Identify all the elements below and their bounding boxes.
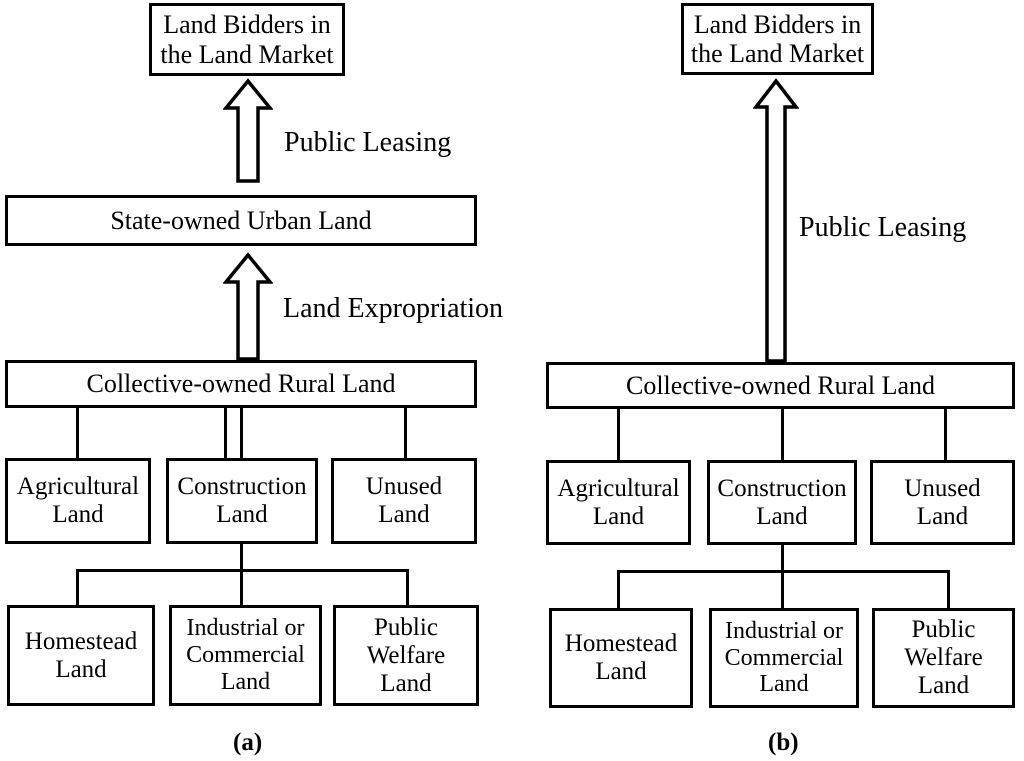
node-unused-land-a[interactable]: Unused Land — [331, 458, 477, 544]
node-label: Homestead Land — [24, 627, 138, 683]
node-land-bidders-b[interactable]: Land Bidders in the Land Market — [681, 3, 874, 75]
node-label: Land Bidders in the Land Market — [690, 9, 865, 68]
edge-bus-to-industrial-b — [781, 570, 784, 610]
node-label: Industrial or Commercial Land — [186, 615, 305, 695]
arrow-public-leasing-b — [753, 78, 799, 364]
edge-collective-to-unused-b — [944, 407, 947, 463]
node-homestead-land-a[interactable]: Homestead Land — [7, 605, 155, 706]
edge-collective-to-construction-b — [781, 407, 784, 463]
edge-bus-to-public-welfare-a — [406, 569, 409, 607]
edge-collective-to-agricultural-b — [617, 407, 620, 463]
node-land-bidders-a[interactable]: Land Bidders in the Land Market — [149, 3, 345, 76]
node-label: Collective-owned Rural Land — [625, 370, 936, 400]
node-label: State-owned Urban Land — [110, 205, 372, 235]
node-label: Industrial or Commercial Land — [724, 617, 844, 698]
node-collective-owned-rural-land-a[interactable]: Collective-owned Rural Land — [5, 360, 477, 408]
node-industrial-or-commercial-land-b[interactable]: Industrial or Commercial Land — [709, 608, 859, 708]
edge-bus-to-homestead-b — [617, 570, 620, 610]
flow-label-public-leasing-b: Public Leasing — [799, 212, 967, 243]
panel-caption-a: (a) — [233, 729, 263, 756]
node-public-welfare-land-b[interactable]: Public Welfare Land — [872, 608, 1015, 708]
edge-collective-to-construction-a — [240, 405, 243, 461]
node-collective-owned-rural-land-b[interactable]: Collective-owned Rural Land — [546, 362, 1015, 409]
edge-bus-to-public-welfare-b — [947, 570, 950, 610]
node-label: Public Welfare Land — [366, 613, 446, 697]
node-state-owned-urban-land-a[interactable]: State-owned Urban Land — [5, 195, 477, 246]
node-label: Unused Land — [904, 474, 981, 530]
node-industrial-or-commercial-land-a[interactable]: Industrial or Commercial Land — [169, 605, 322, 706]
node-construction-land-a[interactable]: Construction Land — [166, 458, 318, 544]
node-agricultural-land-b[interactable]: Agricultural Land — [546, 460, 691, 545]
node-label: Land Bidders in the Land Market — [160, 10, 334, 69]
node-agricultural-land-a[interactable]: Agricultural Land — [5, 458, 151, 544]
node-label: Construction Land — [717, 474, 847, 530]
flow-label-public-leasing-a: Public Leasing — [284, 127, 452, 158]
node-unused-land-b[interactable]: Unused Land — [870, 460, 1015, 545]
node-public-welfare-land-a[interactable]: Public Welfare Land — [333, 605, 479, 706]
edge-collective-to-unused-a — [404, 405, 407, 461]
flow-label-land-expropriation-a: Land Expropriation — [283, 293, 504, 324]
edge-construction-down-b — [781, 542, 784, 572]
node-label: Collective-owned Rural Land — [86, 369, 396, 399]
node-label: Agricultural Land — [16, 473, 140, 528]
node-homestead-land-b[interactable]: Homestead Land — [549, 608, 693, 708]
node-label: Agricultural Land — [557, 474, 680, 530]
node-label: Homestead Land — [564, 630, 678, 685]
edge-collective-stub-left-a — [76, 405, 79, 461]
node-label: Public Welfare Land — [904, 616, 983, 699]
edge-bus-to-industrial-a — [240, 569, 243, 607]
node-construction-land-b[interactable]: Construction Land — [707, 460, 857, 545]
node-label: Construction Land — [177, 473, 307, 528]
edge-collective-to-agricultural-a — [224, 405, 227, 461]
arrow-land-expropriation-a — [223, 252, 273, 362]
edge-construction-down-a — [240, 541, 243, 571]
arrow-public-leasing-a — [223, 78, 273, 184]
edge-bus-to-homestead-a — [76, 569, 79, 607]
panel-caption-b: (b) — [768, 729, 799, 756]
node-label: Unused Land — [365, 473, 443, 528]
